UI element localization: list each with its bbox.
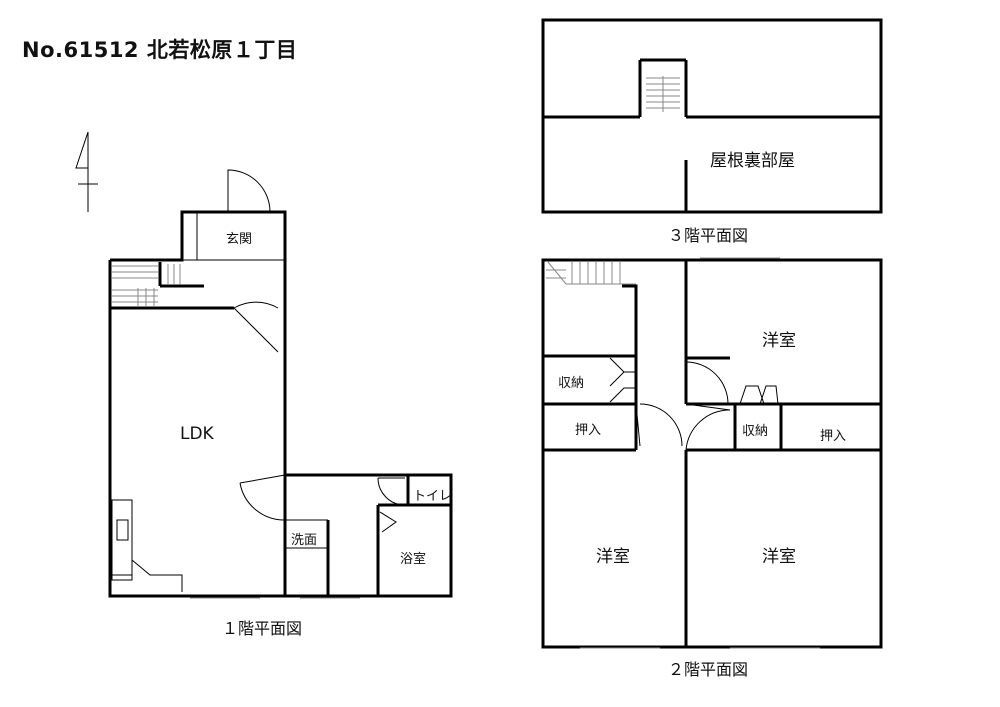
room-label-toilet: トイレ <box>413 489 453 504</box>
floor1-doors <box>190 169 406 599</box>
floor2-doors <box>580 257 820 649</box>
page-title: No.61512 北若松原１丁目 <box>22 38 298 62</box>
floor1-stairs <box>112 264 181 306</box>
floor2-stairs <box>546 261 636 285</box>
room-label-shuunou-w: 収納 <box>558 376 585 391</box>
room-label-youshitsu-se: 洋室 <box>762 547 796 567</box>
room-label-youshitsu-sw: 洋室 <box>596 547 630 567</box>
floor3-stairs <box>646 76 680 112</box>
room-label-attic: 屋根裏部屋 <box>710 151 795 171</box>
room-label-ldk: LDK <box>180 424 214 444</box>
room-label-youshitsu-ne: 洋室 <box>762 331 796 351</box>
north-arrow-icon <box>75 131 98 212</box>
floor2-walls <box>541 258 883 649</box>
room-label-yokushitsu: 浴室 <box>400 552 427 567</box>
room-label-oshiire-e: 押入 <box>820 429 847 444</box>
room-label-senmen: 洗面 <box>291 533 318 548</box>
floor3-walls <box>541 18 883 214</box>
floor1-walls <box>108 210 453 598</box>
room-label-oshiire-w: 押入 <box>575 423 602 438</box>
room-label-shuunou-c: 収納 <box>742 424 769 439</box>
floor2-caption: ２階平面図 <box>668 660 749 679</box>
floor3-caption: ３階平面図 <box>668 226 749 245</box>
floor1-caption: １階平面図 <box>222 619 303 638</box>
room-label-genkan: 玄関 <box>226 232 253 247</box>
